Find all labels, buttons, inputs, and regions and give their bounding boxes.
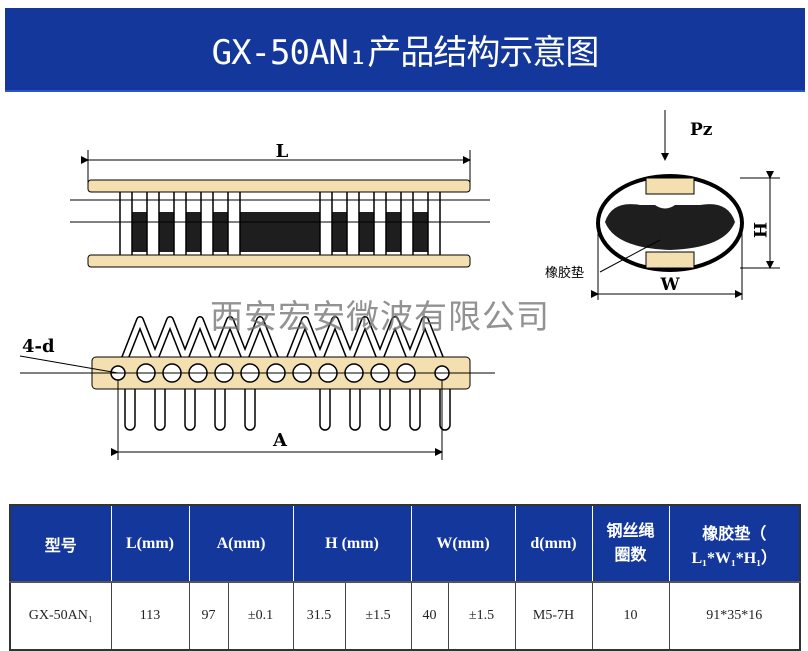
cell-A-tol: ±0.1 — [227, 581, 294, 651]
top-plate — [87, 179, 471, 193]
cell-A: 97 — [188, 581, 229, 651]
header-coils-label: 钢丝绳圈数 — [606, 522, 655, 564]
header-pad-line2: L₁*W₁*H₁） — [691, 549, 778, 567]
table-header-row: 型号 L(mm) A(mm) H (mm) W(mm) d(mm) 钢丝绳圈数 … — [9, 504, 801, 583]
spec-table: 型号 L(mm) A(mm) H (mm) W(mm) d(mm) 钢丝绳圈数 … — [9, 504, 802, 651]
header-rubber-pad: 橡胶垫（ L₁*W₁*H₁） — [668, 504, 801, 583]
header-d: d(mm) — [514, 504, 593, 583]
label-4-d: 4-d — [22, 336, 55, 357]
cell-L: 113 — [110, 581, 190, 651]
side-view: Pz H W 橡胶垫 — [545, 110, 780, 300]
header-W: W(mm) — [410, 504, 516, 583]
watermark: 西安宏安微波有限公司 — [210, 297, 550, 336]
cell-W-tol: ±1.5 — [447, 581, 516, 651]
front-view: L — [70, 141, 490, 268]
header-pad-line1: 橡胶垫（ — [702, 525, 767, 543]
product-structure-diagram: L Pz H W 橡胶垫 — [19, 110, 780, 460]
header-A: A(mm) — [188, 504, 294, 583]
label-L: L — [276, 141, 289, 162]
cell-rubber-pad: 91*35*16 — [668, 581, 801, 651]
cell-H: 31.5 — [292, 581, 346, 651]
label-rubber-pad: 橡胶垫 — [545, 265, 584, 281]
bottom-plate — [87, 254, 471, 268]
cell-W: 40 — [410, 581, 449, 651]
cell-H-tol: ±1.5 — [344, 581, 412, 651]
label-W: W — [659, 275, 680, 295]
cell-d: M5-7H — [514, 581, 593, 651]
header-coils: 钢丝绳圈数 — [591, 504, 670, 583]
header-model: 型号 — [9, 504, 112, 583]
cell-model: GX-50AN₁ — [9, 581, 112, 651]
header-H: H (mm) — [292, 504, 412, 583]
label-Pz: Pz — [690, 120, 713, 140]
title-banner: GX-50AN₁产品结构示意图 — [5, 8, 805, 92]
page-title: GX-50AN₁产品结构示意图 — [211, 32, 600, 73]
label-H: H — [749, 222, 769, 238]
table-row: GX-50AN₁ 113 97 ±0.1 31.5 ±1.5 40 ±1.5 M… — [9, 581, 801, 651]
wire-coils — [119, 184, 441, 266]
cell-coils: 10 — [591, 581, 670, 651]
header-L: L(mm) — [110, 504, 190, 583]
top-view: 4-d A — [19, 316, 495, 460]
label-A: A — [272, 430, 288, 451]
